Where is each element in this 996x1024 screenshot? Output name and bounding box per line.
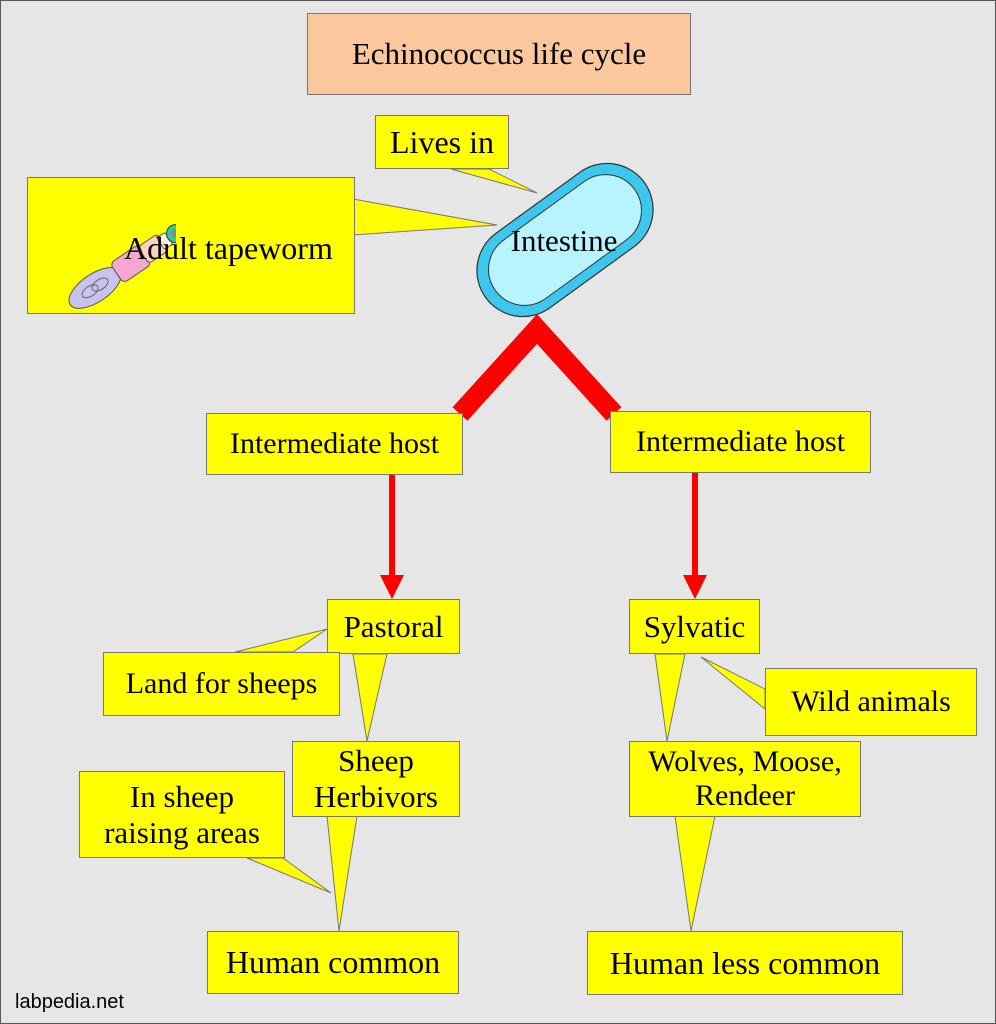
intestine-label: Intestine xyxy=(510,223,618,258)
sheep-callout-tail xyxy=(326,815,358,932)
sheep-herbivors-callout: Sheep Herbivors xyxy=(292,741,460,817)
in-sheep-raising-areas-callout: In sheep raising areas xyxy=(79,771,285,858)
human-less-common-callout: Human less common xyxy=(587,931,903,995)
adult-tapeworm-callout-tail xyxy=(352,198,498,236)
diagram-title: Echinococcus life cycle xyxy=(307,13,691,95)
intestine-shape xyxy=(476,162,654,318)
human-common-callout: Human common xyxy=(207,931,459,994)
arrow-to-pastoral xyxy=(380,471,404,599)
wolves-callout-tail xyxy=(674,815,716,932)
wild-animals-callout: Wild animals xyxy=(765,668,977,736)
sylvatic-callout: Sylvatic xyxy=(629,599,760,654)
land-for-sheeps-callout-tail xyxy=(234,628,328,653)
in-sheep-callout-tail xyxy=(246,857,332,894)
tapeworm-icon xyxy=(68,224,176,309)
pastoral-callout-tail xyxy=(352,653,388,742)
sylvatic-callout-tail xyxy=(654,653,686,742)
lives-in-callout-tail xyxy=(450,168,538,194)
wolves-moose-rendeer-callout: Wolves, Moose, Rendeer xyxy=(629,741,861,817)
intermediate-host-left: Intermediate host xyxy=(206,413,463,475)
adult-tapeworm-label: Adult tapeworm xyxy=(124,230,333,266)
branch-fork-connector xyxy=(452,314,622,421)
lives-in-callout: Lives in xyxy=(375,115,509,169)
adult-tapeworm-callout: Adult tapeworm xyxy=(27,177,355,314)
intermediate-host-right: Intermediate host xyxy=(610,411,871,473)
footer-watermark: labpedia.net xyxy=(15,991,124,1013)
wild-animals-callout-tail xyxy=(700,656,766,711)
land-for-sheeps-callout: Land for sheeps xyxy=(103,652,340,716)
arrow-to-sylvatic xyxy=(683,471,707,599)
pastoral-callout: Pastoral xyxy=(327,599,460,654)
